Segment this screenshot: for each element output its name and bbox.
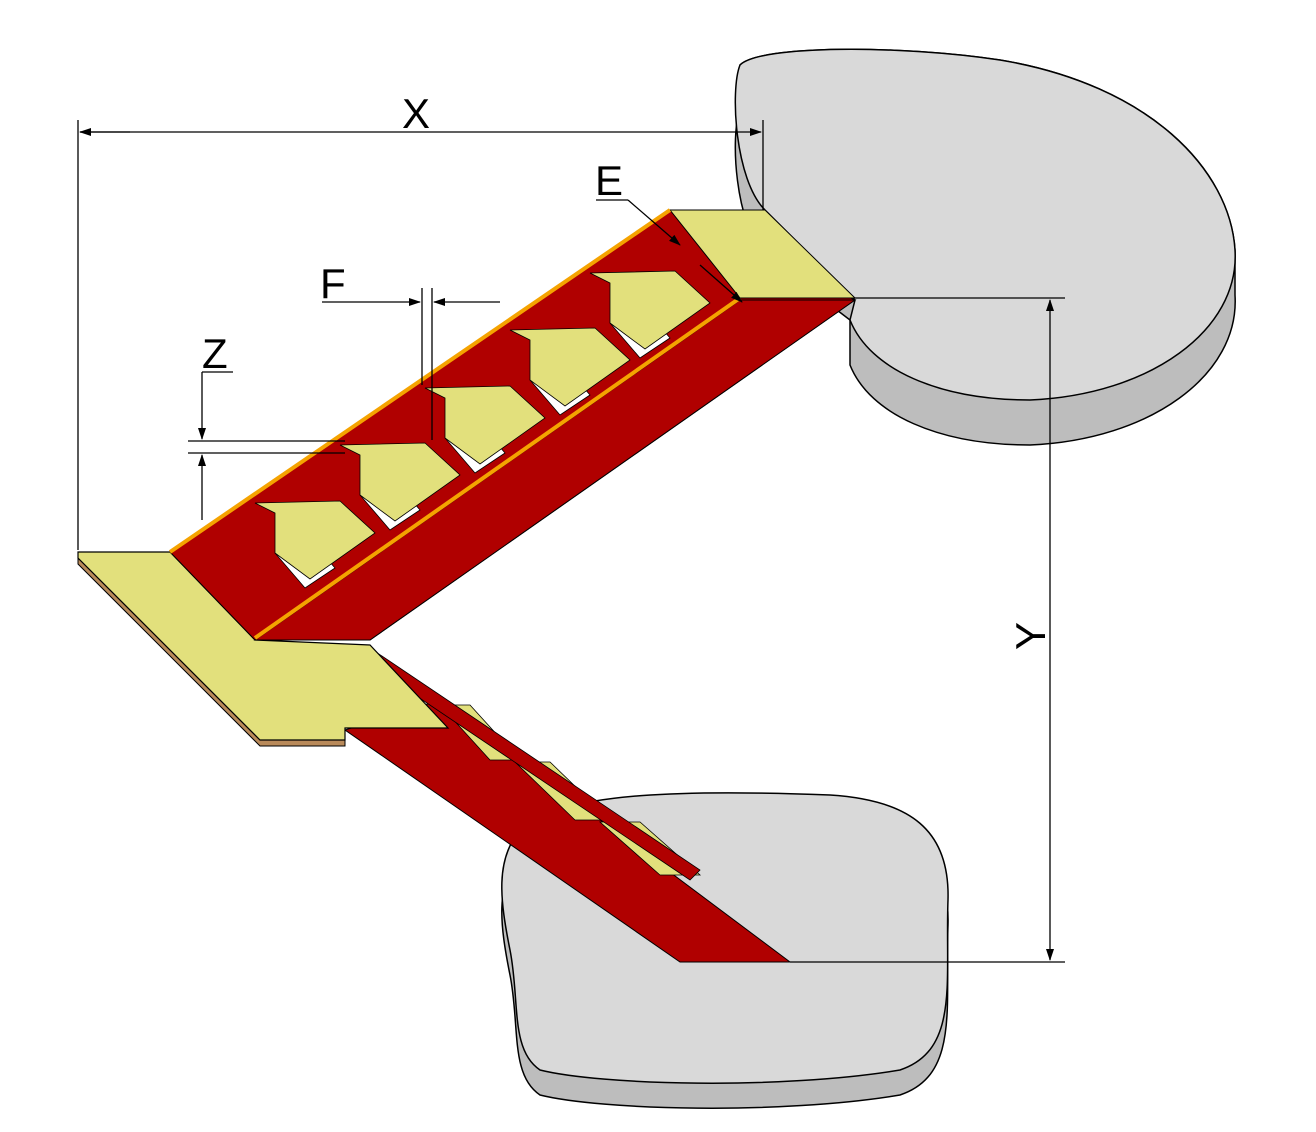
upper-floor-top — [734, 48, 1236, 401]
stair-tread — [589, 270, 711, 350]
stair-tread — [339, 442, 461, 522]
front-stringer-edge — [253, 296, 742, 640]
dimension-z: Z — [188, 330, 345, 520]
lower-flight — [343, 647, 792, 963]
dimension-e: E — [595, 157, 743, 303]
stair-tread — [509, 327, 631, 407]
stair-tread — [254, 500, 376, 580]
label-y: Y — [1007, 622, 1054, 650]
label-x: X — [402, 90, 430, 137]
upper-flight — [169, 209, 856, 641]
dimension-f: F — [320, 260, 500, 440]
label-e: E — [595, 157, 623, 204]
dimension-y: Y — [790, 297, 1065, 963]
dimension-x: X — [77, 90, 764, 550]
upper-floor-platform — [734, 48, 1236, 446]
stair-tread — [424, 385, 546, 465]
label-z: Z — [202, 330, 228, 377]
label-f: F — [320, 260, 346, 307]
back-stringer-edge — [168, 208, 672, 554]
